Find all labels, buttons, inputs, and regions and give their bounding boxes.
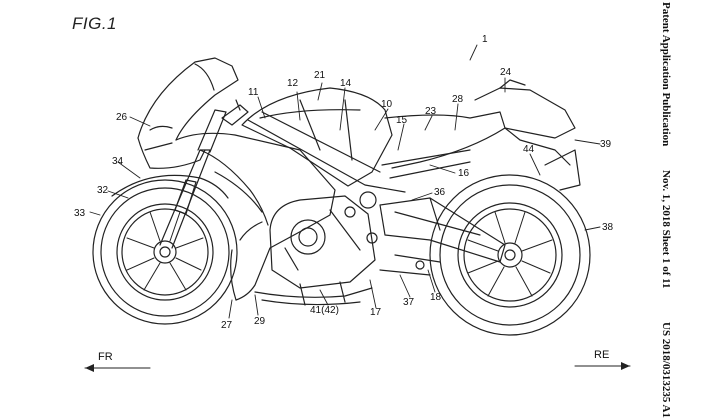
ref-38: 38 [602, 222, 614, 233]
swingarm [379, 197, 506, 263]
ref-44: 44 [523, 144, 535, 155]
ref-29: 29 [254, 316, 266, 327]
ref-21: 21 [314, 70, 326, 81]
front-direction: FR [84, 351, 151, 372]
ref-32: 32 [97, 185, 109, 196]
side-fairing [175, 132, 336, 301]
front-cowl [137, 57, 239, 169]
ref-39: 39 [600, 139, 612, 150]
main-frame [221, 99, 471, 193]
figure-title: FIG.1 [72, 14, 118, 33]
ref-23: 23 [425, 106, 437, 117]
ref-24: 24 [500, 67, 512, 78]
ref-1: 1 [482, 34, 488, 45]
ref-10: 10 [381, 99, 393, 110]
front-wheel [92, 179, 238, 325]
ref-15: 15 [396, 115, 408, 126]
footrest [379, 254, 441, 276]
ref-17: 17 [370, 307, 382, 318]
ref-34: 34 [112, 156, 124, 167]
front-label: FR [98, 351, 113, 363]
rear-direction: RE [574, 349, 631, 370]
patent-sheet: FIG.1 Patent Application Publication Nov… [72, 0, 672, 418]
rear-wheel [429, 174, 591, 336]
exhaust [254, 281, 373, 306]
ref-41-42: 41(42) [310, 305, 339, 316]
ref-18: 18 [430, 292, 442, 303]
ref-27: 27 [221, 320, 233, 331]
ref-12: 12 [287, 78, 299, 89]
front-fork [159, 109, 227, 249]
patent-header-strip: Patent Application Publication Nov. 1, 2… [646, 0, 672, 418]
ref-labels: 1 10 11 12 14 15 16 17 18 21 23 24 26 27… [74, 34, 614, 331]
ref-33: 33 [74, 208, 86, 219]
ref-36: 36 [434, 187, 446, 198]
tail-cowl [474, 79, 576, 166]
rear-label: RE [594, 349, 609, 361]
arrow-right-icon [621, 362, 630, 370]
ref-14: 14 [340, 78, 352, 89]
leader-lines [89, 44, 601, 319]
ref-16: 16 [458, 168, 470, 179]
ref-26: 26 [116, 112, 128, 123]
front-fender [111, 174, 229, 199]
arrow-left-icon [85, 364, 94, 372]
header-publication: Patent Application Publication [660, 2, 672, 147]
seat [384, 111, 506, 169]
fuel-tank [241, 87, 393, 187]
ref-28: 28 [452, 94, 464, 105]
header-date-sheet: Nov. 1, 2018 Sheet 1 of 11 [660, 170, 672, 289]
rear-fender [544, 149, 581, 191]
motorcycle-drawing: 1 10 11 12 14 15 16 17 18 21 23 24 26 27… [74, 34, 631, 372]
header-patent-number: US 2018/0313235 A1 [660, 322, 672, 418]
ref-11: 11 [248, 87, 259, 98]
ref-37: 37 [403, 297, 415, 308]
engine [269, 191, 378, 289]
